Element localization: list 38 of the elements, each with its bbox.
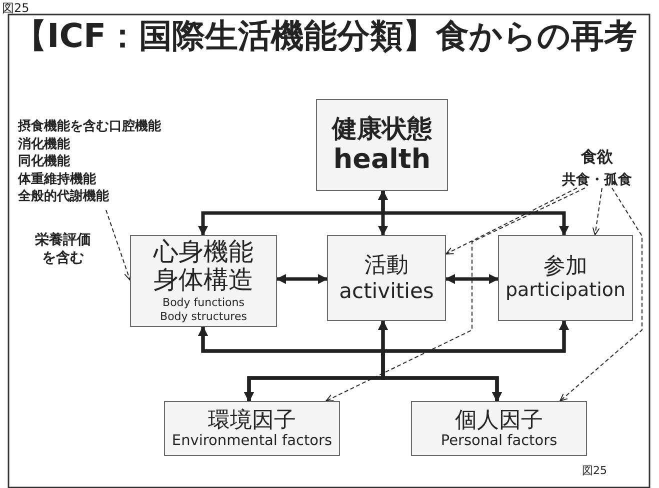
dashed-arrow — [560, 188, 642, 402]
heading-text: 個人因子 — [455, 408, 543, 433]
sub-text: activities — [339, 278, 434, 303]
figure-number: 図25 — [2, 0, 30, 17]
concept-box — [498, 235, 633, 321]
title: 【ICF：国際生活機能分類】食からの再考 — [14, 15, 638, 57]
concept-box — [130, 235, 277, 327]
heading-text: 活動 — [364, 253, 408, 279]
dashed-arrow — [446, 188, 578, 254]
list-item-text: 同化機能 — [18, 153, 71, 171]
sub-text: Body functions Body structures — [159, 296, 248, 324]
arrow — [378, 190, 569, 236]
dashed-arrow — [592, 188, 602, 236]
concept-box — [411, 401, 587, 456]
dashed-arrow — [326, 188, 586, 402]
heading-text: 食欲 — [581, 148, 613, 166]
arrow — [381, 320, 569, 402]
figure-number: 図25 — [582, 463, 607, 478]
list-item-text: 摂食機能を含む口腔機能 — [18, 118, 162, 136]
heading-text: 環境因子 — [208, 408, 296, 433]
heading-text: 心身機能身体構造 — [152, 238, 254, 294]
heading-text: 健康状態 — [332, 115, 432, 144]
sub-text: Environmental factors — [172, 432, 332, 450]
sub-text: 共食・孤食 — [562, 172, 632, 188]
sub-text: Personal factors — [440, 432, 558, 450]
sub-text: participation — [505, 280, 626, 302]
concept-box — [316, 99, 448, 191]
concept-box — [327, 235, 446, 321]
heading-text: 参加 — [544, 254, 588, 280]
list-item-text: 全般的代謝機能 — [18, 188, 110, 206]
arrow — [276, 274, 328, 284]
arrow — [445, 274, 499, 284]
note-text: 栄養評価を含む — [34, 231, 92, 268]
list-item-text: 消化機能 — [18, 136, 71, 154]
list-item-text: 体重維持機能 — [18, 170, 97, 188]
sub-text: health — [333, 144, 431, 175]
concept-box — [164, 401, 340, 456]
dashed-arrow — [106, 210, 132, 280]
